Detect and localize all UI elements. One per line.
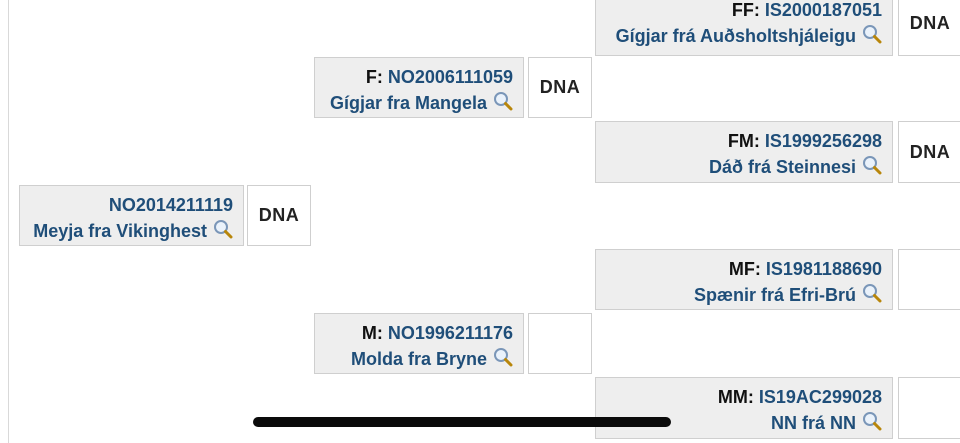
role-label: F:	[365, 67, 383, 87]
horizontal-scrollbar[interactable]	[253, 417, 671, 427]
magnifier-icon[interactable]	[493, 91, 513, 111]
magnifier-icon[interactable]	[493, 347, 513, 367]
dna-badge-ff[interactable]: DNA	[898, 0, 960, 56]
magnifier-icon[interactable]	[862, 411, 882, 431]
registration-number[interactable]: NO2014211119	[108, 195, 233, 215]
magnifier-icon[interactable]	[862, 155, 882, 175]
horse-name[interactable]: Dáð frá Steinnesi	[708, 157, 856, 177]
dna-badge-subject[interactable]: DNA	[247, 185, 311, 246]
pedigree-node-mm[interactable]: MM: IS19AC299028 NN frá NN	[595, 377, 893, 439]
horse-name[interactable]: Molda fra Bryne	[350, 349, 487, 369]
dna-badge-fm[interactable]: DNA	[898, 121, 960, 183]
magnifier-icon[interactable]	[862, 24, 882, 44]
role-label: MF:	[728, 259, 761, 279]
horse-name[interactable]: Meyja fra Vikinghest	[33, 221, 207, 241]
left-border	[8, 0, 9, 443]
horse-name[interactable]: Gígjar frá Auðsholtshjáleigu	[615, 26, 856, 46]
registration-number[interactable]: IS19AC299028	[758, 387, 882, 407]
dna-badge-dam	[528, 313, 592, 374]
role-label: M:	[361, 323, 383, 343]
pedigree-node-sire[interactable]: F: NO2006111059 Gígjar fra Mangela	[314, 57, 524, 118]
dna-badge-mf	[898, 249, 960, 310]
registration-number[interactable]: NO2006111059	[387, 67, 513, 87]
role-label: FM:	[727, 131, 760, 151]
pedigree-node-ff[interactable]: FF: IS2000187051 Gígjar frá Auðsholtshjá…	[595, 0, 893, 56]
magnifier-icon[interactable]	[862, 283, 882, 303]
magnifier-icon[interactable]	[213, 219, 233, 239]
role-label: MM:	[717, 387, 754, 407]
pedigree-node-mf[interactable]: MF: IS1981188690 Spænir frá Efri-Brú	[595, 249, 893, 310]
registration-number[interactable]: IS1981188690	[765, 259, 882, 279]
horse-name[interactable]: Gígjar fra Mangela	[329, 93, 487, 113]
pedigree-node-dam[interactable]: M: NO1996211176 Molda fra Bryne	[314, 313, 524, 374]
role-label: FF:	[731, 0, 760, 20]
dna-badge-sire[interactable]: DNA	[528, 57, 592, 118]
registration-number[interactable]: IS1999256298	[764, 131, 882, 151]
pedigree-node-fm[interactable]: FM: IS1999256298 Dáð frá Steinnesi	[595, 121, 893, 183]
dna-badge-mm	[898, 377, 960, 439]
horse-name[interactable]: Spænir frá Efri-Brú	[693, 285, 856, 305]
pedigree-node-subject[interactable]: NO2014211119 Meyja fra Vikinghest	[19, 185, 244, 246]
registration-number[interactable]: NO1996211176	[387, 323, 513, 343]
registration-number[interactable]: IS2000187051	[764, 0, 882, 20]
horse-name[interactable]: NN frá NN	[770, 413, 856, 433]
